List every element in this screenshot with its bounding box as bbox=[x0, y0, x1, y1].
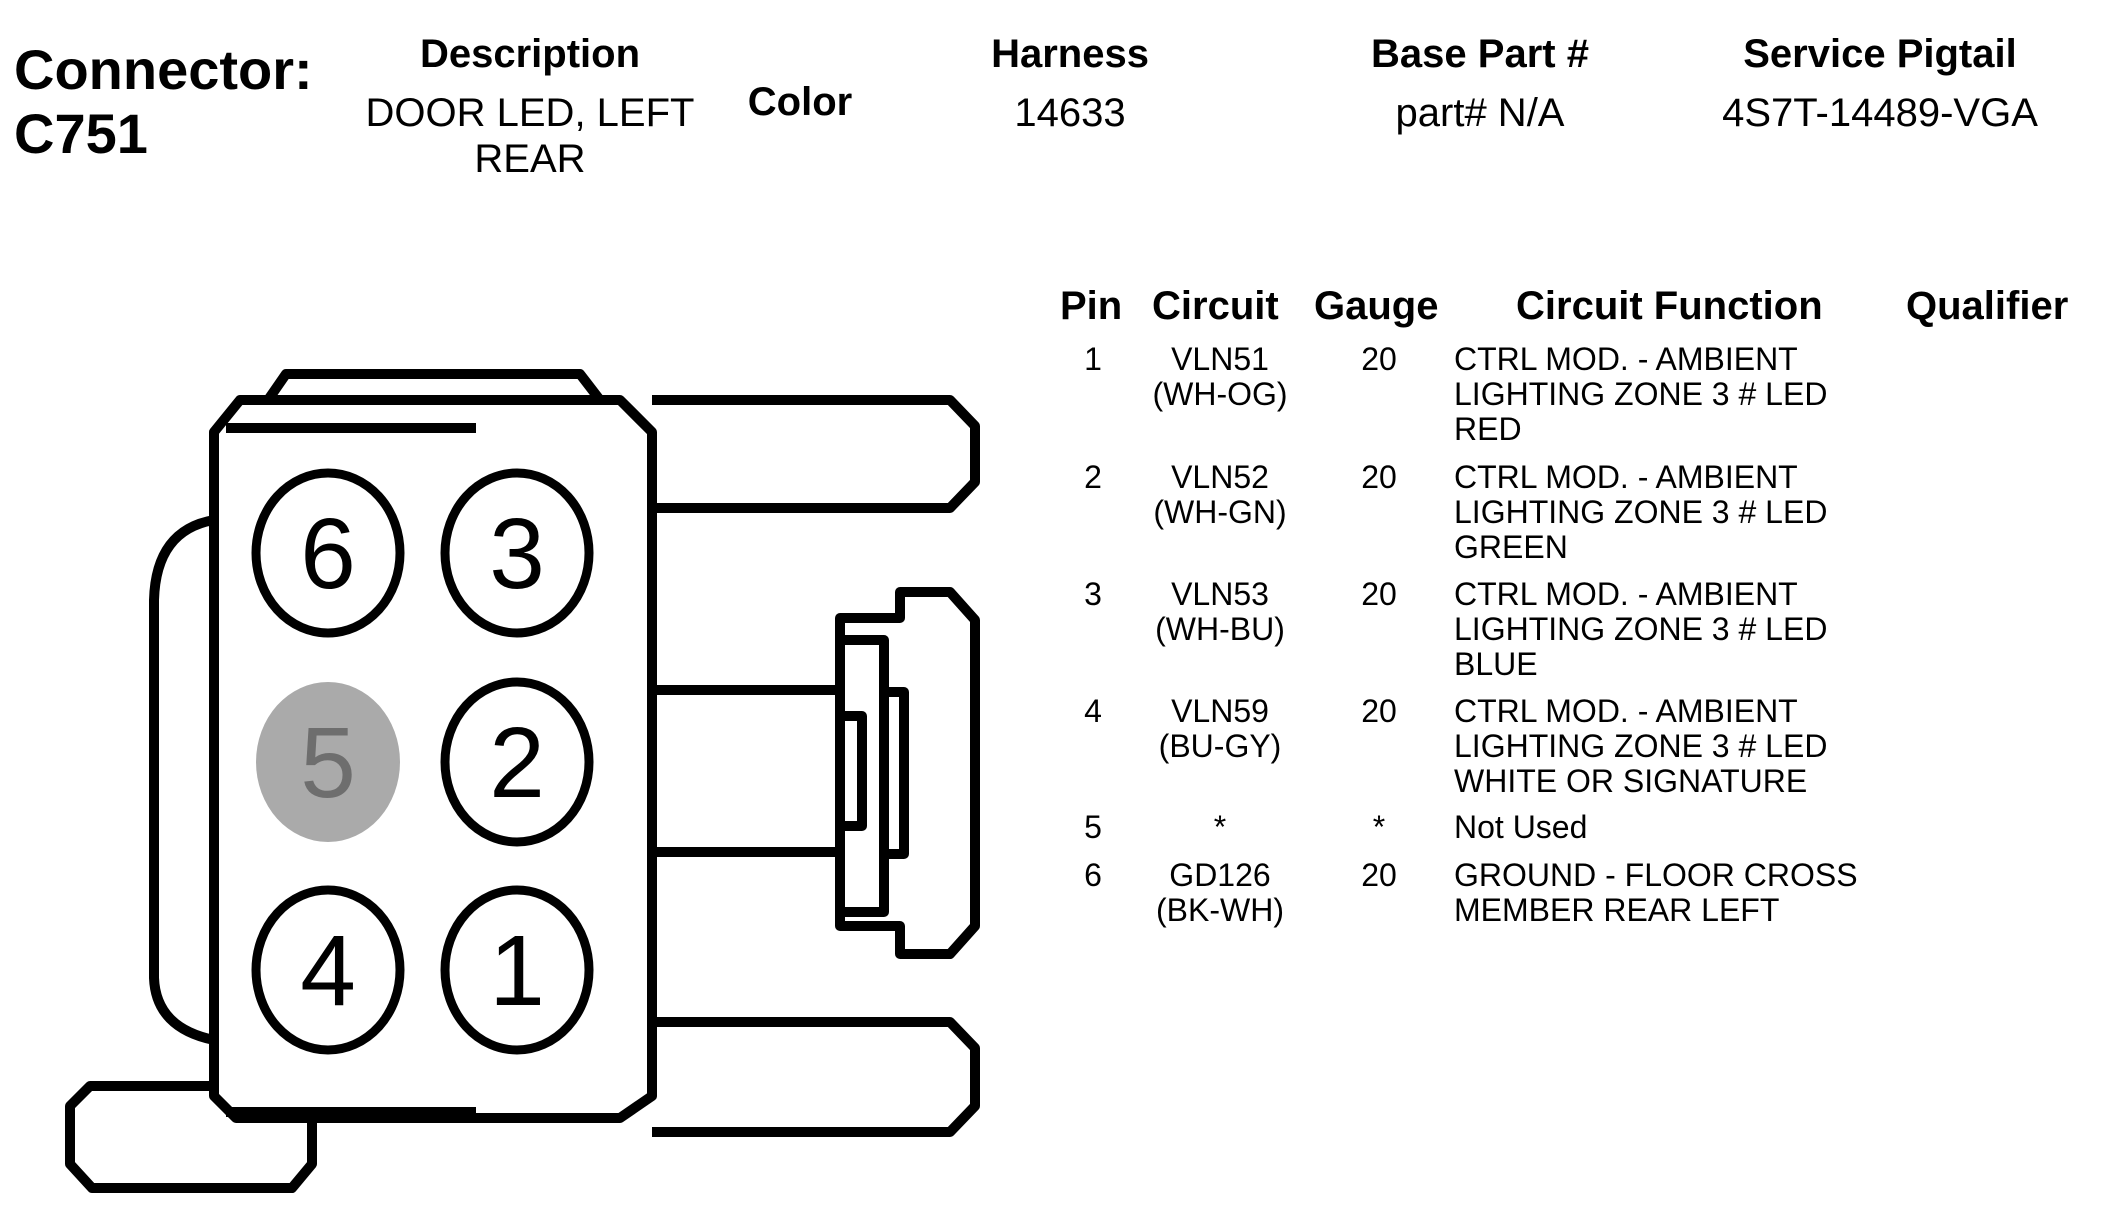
col-header-circuit: Circuit bbox=[1152, 284, 1279, 328]
right-latch-post bbox=[879, 687, 909, 859]
col-header-pin: Pin bbox=[1060, 284, 1123, 328]
pin-3-number: 3 bbox=[489, 498, 545, 610]
description-label: Description bbox=[419, 32, 641, 76]
row-function: CTRL MOD. - AMBIENT LIGHTING ZONE 3 # LE… bbox=[1454, 693, 1828, 799]
left-latch bbox=[149, 515, 216, 1045]
base-part-label: Base Part # bbox=[1371, 32, 1589, 76]
pin-3-circle bbox=[440, 468, 594, 638]
connector-body bbox=[209, 395, 657, 1123]
pin-4-circle bbox=[251, 885, 405, 1055]
right-latch-button bbox=[835, 711, 867, 831]
row-pin: 6 bbox=[1084, 857, 1102, 893]
connector-face-diagram: 6 3 5 2 4 1 bbox=[65, 369, 980, 1193]
service-pigtail-value: 4S7T-14489-VGA bbox=[1722, 91, 2038, 135]
row-gauge: 20 bbox=[1361, 459, 1397, 495]
connector-id: C751 bbox=[14, 102, 148, 165]
connector-housing bbox=[65, 369, 980, 1193]
col-header-gauge: Gauge bbox=[1314, 284, 1439, 328]
row-pin: 1 bbox=[1084, 341, 1102, 377]
row-pin: 2 bbox=[1084, 459, 1102, 495]
row-function: CTRL MOD. - AMBIENT LIGHTING ZONE 3 # LE… bbox=[1454, 459, 1828, 565]
row-gauge: 20 bbox=[1361, 857, 1397, 893]
row-wire-color: (WH-GN) bbox=[1153, 494, 1287, 530]
row-circuit-id: VLN53 bbox=[1171, 576, 1269, 612]
row-circuit-id: * bbox=[1213, 809, 1227, 845]
row-circuit-id: VLN51 bbox=[1171, 341, 1269, 377]
pin-5-circle bbox=[256, 682, 400, 842]
row-circuit: VLN53 (WH-BU) bbox=[1140, 577, 1300, 647]
pin-cavities: 6 3 5 2 4 1 bbox=[251, 468, 594, 1055]
row-function: CTRL MOD. - AMBIENT LIGHTING ZONE 3 # LE… bbox=[1454, 341, 1828, 447]
color-label: Color bbox=[747, 80, 853, 124]
connector-title: Connector: C751 bbox=[14, 38, 313, 166]
col-header-qualifier: Qualifier bbox=[1906, 284, 2069, 328]
row-gauge: 20 bbox=[1361, 693, 1397, 729]
service-pigtail-label: Service Pigtail bbox=[1743, 32, 2017, 76]
pin-6-circle bbox=[251, 468, 405, 638]
row-circuit-id: VLN59 bbox=[1171, 693, 1269, 729]
right-lower-tab bbox=[652, 1017, 980, 1137]
connector-label: Connector: bbox=[14, 38, 313, 101]
pin-1-number: 1 bbox=[489, 915, 545, 1027]
row-function: CTRL MOD. - AMBIENT LIGHTING ZONE 3 # LE… bbox=[1454, 576, 1828, 682]
row-pin: 3 bbox=[1084, 576, 1102, 612]
pin-6-number: 6 bbox=[300, 498, 356, 610]
row-function: Not Used bbox=[1454, 809, 1588, 845]
right-upper-tab bbox=[652, 395, 980, 513]
pin-1-cavity: 1 bbox=[440, 885, 594, 1055]
harness-value: 14633 bbox=[1014, 91, 1126, 135]
pin-6-cavity: 6 bbox=[251, 468, 405, 638]
row-circuit-id: GD126 bbox=[1169, 857, 1271, 893]
row-wire-color: (BU-GY) bbox=[1158, 728, 1282, 764]
pin-3-cavity: 3 bbox=[440, 468, 594, 638]
row-function: GROUND - FLOOR CROSS MEMBER REAR LEFT bbox=[1454, 857, 1858, 928]
row-gauge: 20 bbox=[1361, 576, 1397, 612]
pin-5-cavity: 5 bbox=[256, 682, 400, 842]
harness-label: Harness bbox=[991, 32, 1149, 76]
bottom-left-tab bbox=[65, 1081, 317, 1193]
col-header-function: Circuit Function bbox=[1516, 284, 1823, 328]
row-circuit: GD126 (BK-WH) bbox=[1140, 858, 1300, 928]
row-circuit: * bbox=[1140, 810, 1300, 845]
middle-tab bbox=[647, 685, 845, 857]
row-circuit: VLN51 (WH-OG) bbox=[1140, 342, 1300, 412]
row-wire-color: (BK-WH) bbox=[1156, 892, 1284, 928]
pin-2-cavity: 2 bbox=[440, 677, 594, 847]
right-latch-frame bbox=[835, 587, 980, 959]
row-wire-color: (WH-BU) bbox=[1155, 611, 1285, 647]
row-circuit-id: VLN52 bbox=[1171, 459, 1269, 495]
row-gauge: * bbox=[1372, 809, 1386, 845]
top-latch bbox=[263, 369, 604, 404]
row-gauge: 20 bbox=[1361, 341, 1397, 377]
pin-4-number: 4 bbox=[300, 915, 356, 1027]
pin-1-circle bbox=[440, 885, 594, 1055]
row-circuit: VLN52 (WH-GN) bbox=[1140, 460, 1300, 530]
base-part-value: part# N/A bbox=[1395, 91, 1565, 135]
pin-2-circle bbox=[440, 677, 594, 847]
row-pin: 5 bbox=[1084, 809, 1102, 845]
pin-2-number: 2 bbox=[489, 707, 545, 819]
row-pin: 4 bbox=[1084, 693, 1102, 729]
row-circuit: VLN59 (BU-GY) bbox=[1140, 694, 1300, 764]
pin-4-cavity: 4 bbox=[251, 885, 405, 1055]
row-wire-color: (WH-OG) bbox=[1152, 376, 1288, 412]
pin-5-number: 5 bbox=[300, 707, 356, 819]
description-value: DOOR LED, LEFT REAR bbox=[365, 91, 695, 181]
